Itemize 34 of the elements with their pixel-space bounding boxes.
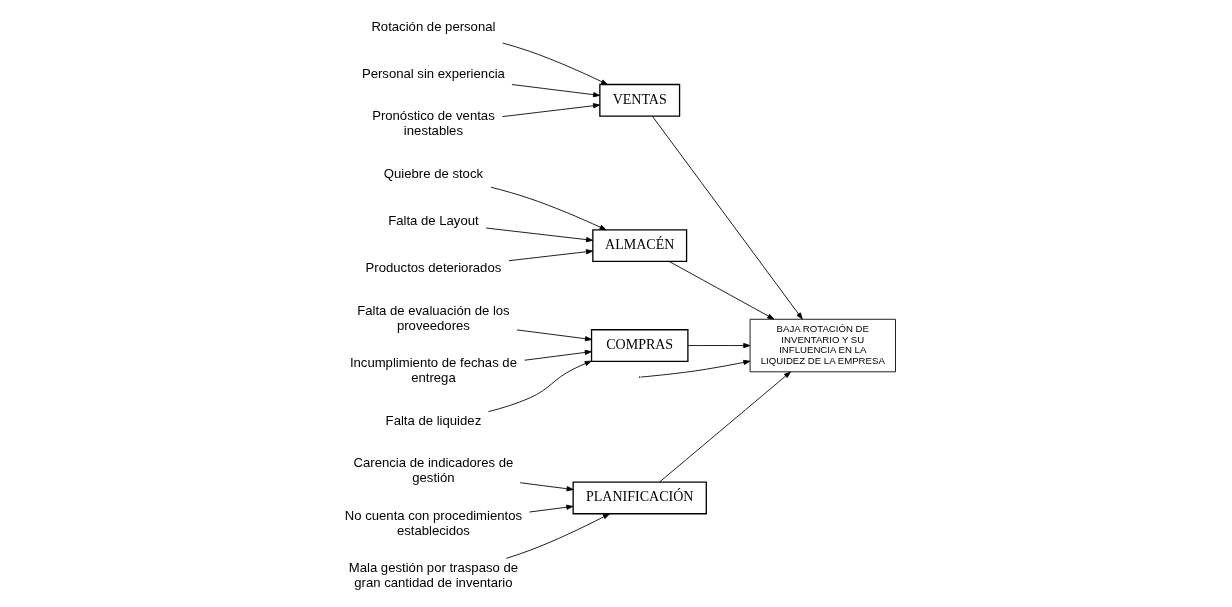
node-box: VENTAS xyxy=(598,83,680,117)
arrow xyxy=(519,482,574,492)
node-box: COMPRAS xyxy=(590,329,689,362)
node-text: Falta de liquidez xyxy=(385,412,481,428)
node-text: Quiebre de stock xyxy=(383,165,483,181)
arrow xyxy=(485,227,593,243)
node-text: Mala gestión por traspaso de gran cantidad de inventario xyxy=(348,560,518,591)
arrow xyxy=(490,186,607,231)
arrow xyxy=(501,42,608,85)
arrow xyxy=(668,261,774,320)
arrow xyxy=(511,84,600,98)
node-box: PLANIFICACIÓN xyxy=(572,481,707,515)
node-text: No cuenta con procedimientos establecidos xyxy=(344,507,522,538)
arrow xyxy=(523,349,592,361)
arrow xyxy=(515,329,592,342)
arrow xyxy=(505,513,610,559)
arrow xyxy=(687,342,750,349)
arrow xyxy=(508,249,593,262)
node-text: Personal sin experiencia xyxy=(361,65,505,81)
node-text: Falta de Layout xyxy=(387,213,479,229)
arrow xyxy=(651,115,803,320)
node-text: Carencia de indicadores de gestión xyxy=(353,455,513,486)
node-text: Rotación de personal xyxy=(370,18,495,34)
node-text: Pronóstico de ventas inestables xyxy=(371,108,495,139)
node-box: ALMACÉN xyxy=(591,229,687,263)
node-text: Incumplimiento de fechas de entrega xyxy=(349,355,517,386)
node-text: Productos deteriorados xyxy=(365,260,501,276)
arrow xyxy=(639,359,750,378)
node-box: BAJA ROTACIÓN DE INVENTARIO Y SU INFLUENCIA EN LA LIQUIDEZ DE LA EMPRESA xyxy=(749,318,896,373)
node-text: Falta de evaluación de los proveedores xyxy=(356,302,510,333)
arrow xyxy=(528,504,573,513)
arrow xyxy=(501,103,600,118)
arrow xyxy=(487,360,592,413)
arrow xyxy=(658,371,791,483)
